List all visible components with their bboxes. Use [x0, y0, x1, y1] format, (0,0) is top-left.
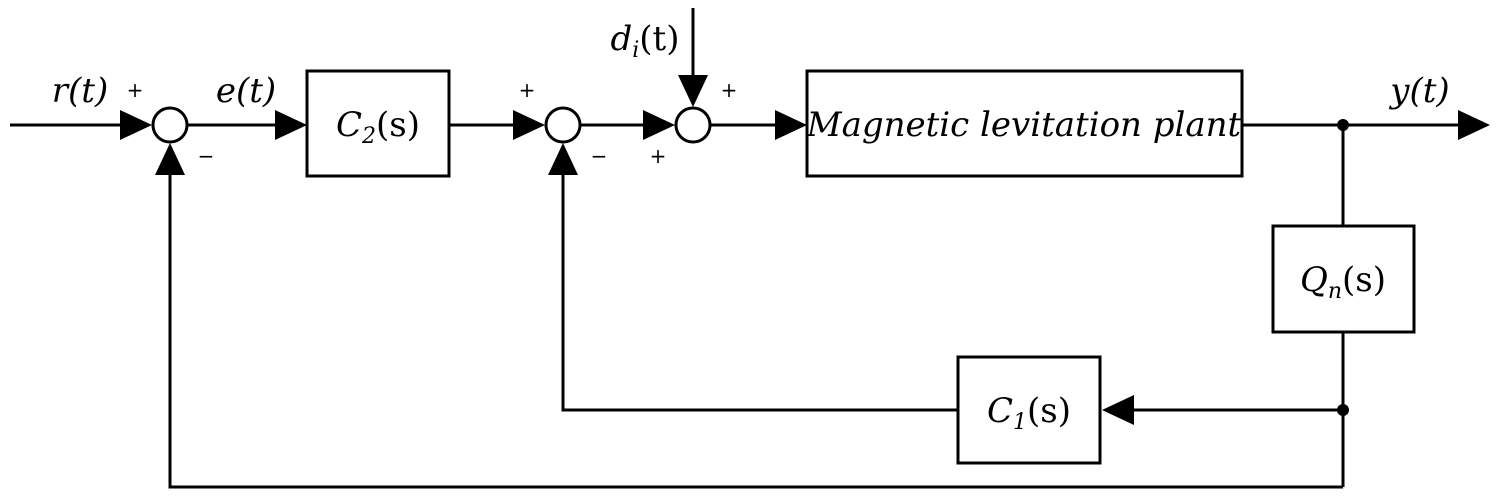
block-c2-label: C2(s) [336, 105, 420, 149]
block-plant-label: Magnetic levitation plant [806, 105, 1242, 145]
block-qn: Qn(s) [1271, 224, 1416, 334]
junction-dot-feedback [1337, 404, 1349, 416]
summing-junction-3 [674, 106, 712, 144]
wire-outer-feedback [168, 160, 1343, 489]
signal-error-label: e(t) [216, 71, 276, 111]
arrow-into-plant [775, 110, 807, 140]
arrow-into-sum3 [643, 110, 675, 140]
arrow-into-c1 [1102, 395, 1134, 425]
block-c1-label: C1(s) [987, 391, 1071, 435]
sum2-input-sign: + [519, 78, 536, 102]
block-qn-label: Qn(s) [1300, 260, 1386, 304]
signal-output-label: y(t) [1388, 71, 1449, 111]
sum1-feedback-sign: − [198, 144, 215, 168]
arrow-output [1458, 110, 1490, 140]
junction-dot-output [1337, 119, 1349, 131]
signal-disturbance-label: di(t) [610, 19, 679, 63]
arrow-into-sum1 [120, 110, 152, 140]
sum3-input-sign: + [650, 144, 667, 168]
arrow-into-sum1-feedback [155, 143, 185, 175]
arrow-disturbance [678, 75, 708, 107]
summing-junction-2 [544, 106, 582, 144]
block-plant: Magnetic levitation plant [805, 69, 1244, 178]
arrow-into-c2 [275, 110, 307, 140]
wire-inner-feedback [561, 160, 958, 412]
block-c2: C2(s) [305, 69, 451, 178]
arrow-into-sum2-feedback [548, 143, 578, 175]
signal-reference-label: r(t) [52, 71, 108, 111]
arrow-into-sum2 [513, 110, 545, 140]
sum3-disturbance-sign: + [721, 78, 738, 102]
block-c1: C1(s) [956, 355, 1102, 465]
sum1-input-sign: + [127, 78, 144, 102]
sum2-feedback-sign: − [591, 144, 608, 168]
summing-junction-1 [151, 106, 189, 144]
